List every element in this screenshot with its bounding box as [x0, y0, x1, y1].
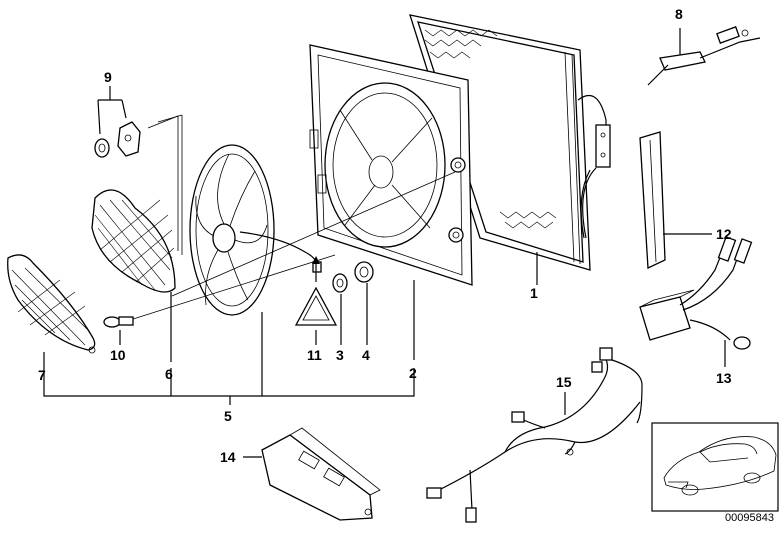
side-seal-part: [639, 131, 712, 269]
callout-13: 13: [716, 370, 732, 386]
wiring-harness-part: [426, 347, 643, 523]
callout-3: 3: [336, 347, 344, 363]
callout-2: 2: [409, 365, 417, 381]
warning-triangle-icon: [294, 256, 338, 345]
grommet-parts: [332, 261, 374, 345]
fan-shroud-part: [309, 44, 473, 360]
fan-part: [189, 144, 322, 390]
leader-lines: [129, 114, 456, 321]
callout-9: 9: [104, 69, 112, 85]
reference-number: 00095843: [725, 512, 774, 524]
screw-part: [103, 316, 134, 345]
fan-control-module-part: [639, 236, 753, 367]
callout-7: 7: [38, 367, 46, 383]
assembly-bracket: [43, 368, 415, 405]
callout-1: 1: [530, 285, 538, 301]
callout-11: 11: [307, 347, 322, 363]
bracket-part: [243, 427, 381, 521]
sensor-wire-part: [647, 26, 761, 86]
callout-12: 12: [716, 226, 732, 242]
lower-grille-part: [7, 254, 96, 368]
callout-8: 8: [675, 6, 683, 22]
callout-10: 10: [110, 347, 126, 363]
callout-6: 6: [165, 366, 173, 382]
car-icon: [651, 422, 779, 512]
callout-15: 15: [556, 374, 572, 390]
callout-4: 4: [362, 347, 370, 363]
fan-guard-part: [91, 189, 176, 362]
callout-5: 5: [224, 408, 232, 424]
callout-14: 14: [220, 449, 236, 465]
